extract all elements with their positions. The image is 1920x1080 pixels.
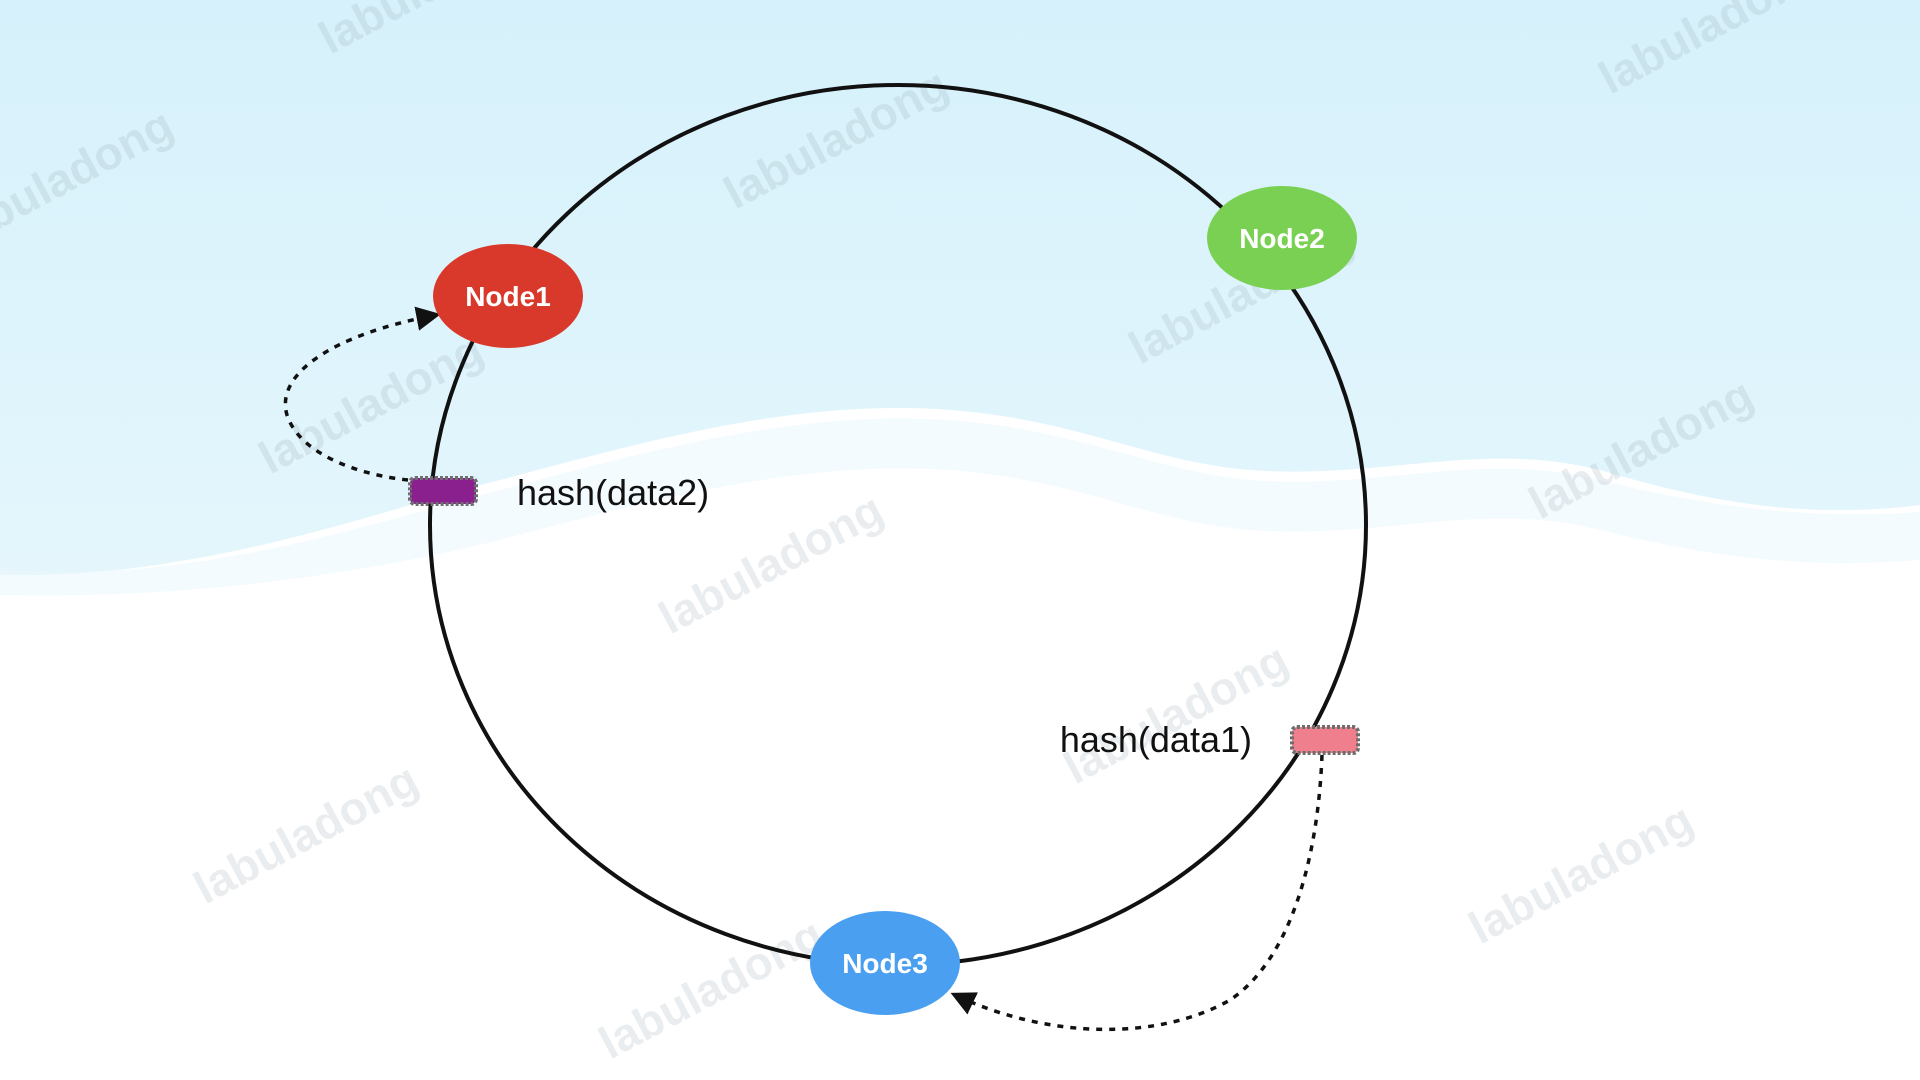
hash-label: hash(data1) [1060,719,1252,760]
hash-label: hash(data2) [517,472,709,513]
node-shape [1207,186,1357,290]
node-shape [810,911,960,1015]
mapping-arrow-data2-to-node1 [283,306,441,482]
node-label: Node2 [1239,223,1325,254]
node-node2: Node2 [1207,186,1357,290]
hash-marker-shape [408,476,478,506]
hash-marker-data1: hash(data1) [1060,719,1360,760]
node-label: Node1 [465,281,551,312]
hash-marker-data2: hash(data2) [408,472,709,513]
hash-marker-shape [1290,725,1360,755]
sky-band-lower [0,418,1920,596]
node-node3: Node3 [810,911,960,1015]
node-node1: Node1 [433,244,583,348]
mapping-arrow-data1-to-node3 [950,754,1324,1032]
node-label: Node3 [842,948,928,979]
sky-band [0,0,1920,576]
node-shape [433,244,583,348]
